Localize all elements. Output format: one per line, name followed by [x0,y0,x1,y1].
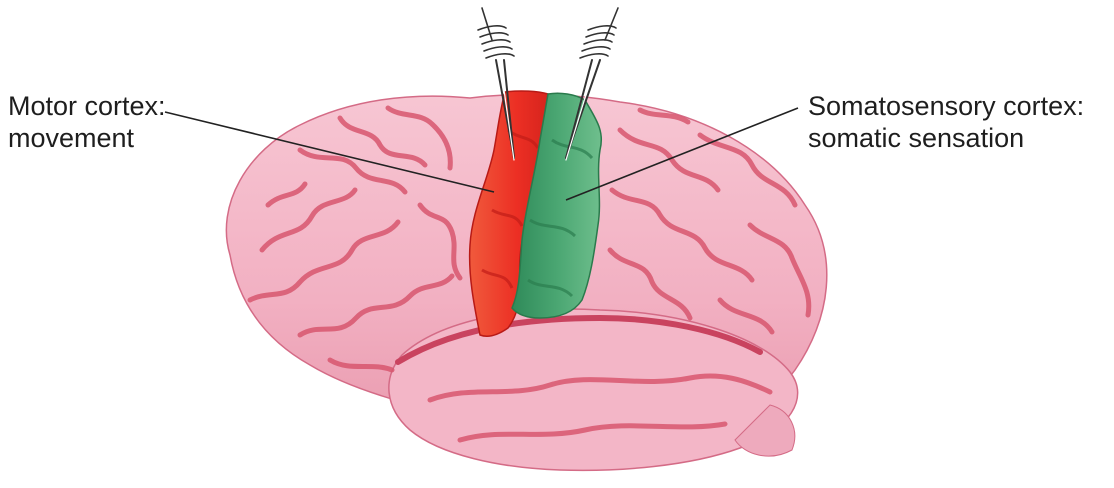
somatosensory-cortex-title: Somatosensory cortex: [808,90,1084,122]
somatosensory-cortex-label: Somatosensory cortex: somatic sensation [808,90,1084,154]
motor-cortex-detail: movement [8,122,166,154]
somatosensory-cortex-detail: somatic sensation [808,122,1084,154]
motor-cortex-label: Motor cortex: movement [8,90,166,154]
motor-cortex-title: Motor cortex: [8,90,166,122]
